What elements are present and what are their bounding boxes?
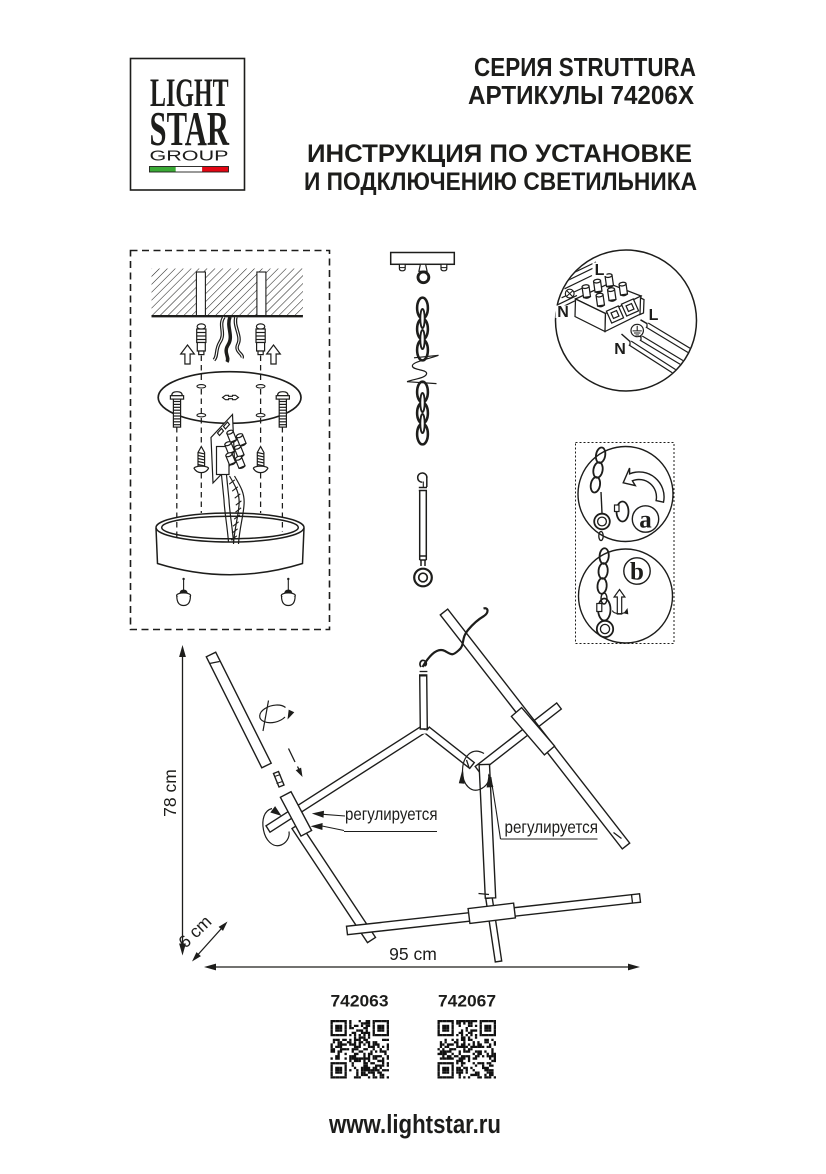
svg-text:b: b xyxy=(630,559,644,586)
svg-text:95 cm: 95 cm xyxy=(389,944,437,964)
svg-text:СЕРИЯ STRUTTURA: СЕРИЯ STRUTTURA xyxy=(474,54,696,82)
svg-text:N: N xyxy=(614,341,626,358)
svg-text:N: N xyxy=(557,304,569,321)
svg-text:L: L xyxy=(649,307,659,324)
svg-text:регулируется: регулируется xyxy=(505,817,599,837)
svg-text:742063: 742063 xyxy=(331,992,389,1011)
svg-text:АРТИКУЛЫ 74206X: АРТИКУЛЫ 74206X xyxy=(468,82,694,110)
svg-text:регулируется: регулируется xyxy=(345,804,438,824)
svg-text:742067: 742067 xyxy=(438,992,496,1011)
svg-text:www.lightstar.ru: www.lightstar.ru xyxy=(328,1111,501,1139)
svg-text:a: a xyxy=(639,507,652,534)
svg-text:L: L xyxy=(595,262,605,279)
svg-text:LIGHT: LIGHT xyxy=(150,70,229,115)
svg-text:ИНСТРУКЦИЯ ПО УСТАНОВКЕ: ИНСТРУКЦИЯ ПО УСТАНОВКЕ xyxy=(307,140,692,168)
svg-text:GROUP: GROUP xyxy=(150,148,229,165)
svg-text:И ПОДКЛЮЧЕНИЮ СВЕТИЛЬНИКА: И ПОДКЛЮЧЕНИЮ СВЕТИЛЬНИКА xyxy=(304,168,697,196)
svg-text:STAR: STAR xyxy=(150,101,230,156)
svg-text:78 cm: 78 cm xyxy=(160,769,180,817)
